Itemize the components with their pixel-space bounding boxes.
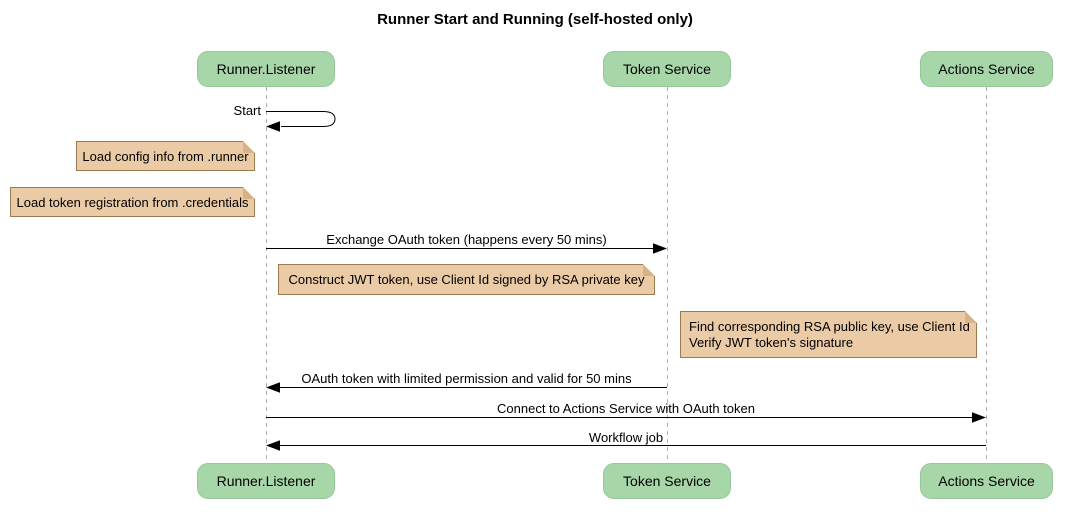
note-text-line: Verify JWT token's signature [689,334,854,350]
lifelines [266,87,987,463]
participant-label: Runner.Listener [216,473,316,489]
participant-label: Actions Service [938,61,1035,77]
participant-label: Runner.Listener [216,61,316,77]
arrow-workflow-job [266,440,986,451]
participant-top-actions-service: Actions Service [920,51,1053,87]
arrow-oauth-return-head [266,382,280,393]
note-text: Load config info from .runner [82,148,249,164]
self-arrow-start-line [266,111,336,127]
arrow-exchange-oauth-token [266,243,667,254]
note-construct-jwt: Construct JWT token, use Client Id signe… [278,264,655,295]
message-label-exchange-oauth: Exchange OAuth token (happens every 50 m… [326,232,607,247]
arrow-workflow-head [266,440,280,451]
note-text: Construct JWT token, use Client Id signe… [288,272,645,287]
arrow-oauth-token-return [266,382,667,393]
message-label-start: Start [233,103,261,118]
message-label-connect-actions: Connect to Actions Service with OAuth to… [497,401,755,416]
diagram-title: Runner Start and Running (self-hosted on… [377,11,693,28]
message-label-workflow-job: Workflow job [588,430,664,445]
participant-bottom-token-service: Token Service [603,463,731,499]
participant-label: Actions Service [938,473,1035,489]
participant-bottom-actions-service: Actions Service [920,463,1053,499]
note-load-token-registration: Load token registration from .credential… [10,187,255,217]
note-load-config: Load config info from .runner [76,141,255,171]
note-text: Load token registration from .credential… [16,194,249,210]
participant-label: Token Service [623,61,711,77]
arrow-exchange-head [653,243,667,254]
note-text-line: Find corresponding RSA public key, use C… [689,318,970,334]
arrow-connect-head [972,412,986,423]
arrow-connect-actions-service [266,412,986,423]
self-arrow-start [266,111,336,132]
participant-top-token-service: Token Service [603,51,731,87]
participant-label: Token Service [623,473,711,489]
participant-bottom-runner-listener: Runner.Listener [197,463,335,499]
message-label-oauth-return: OAuth token with limited permission and … [301,371,632,386]
self-arrow-start-head [266,121,280,132]
note-verify-jwt: Find corresponding RSA public key, use C… [680,311,977,358]
participant-top-runner-listener: Runner.Listener [197,51,335,87]
